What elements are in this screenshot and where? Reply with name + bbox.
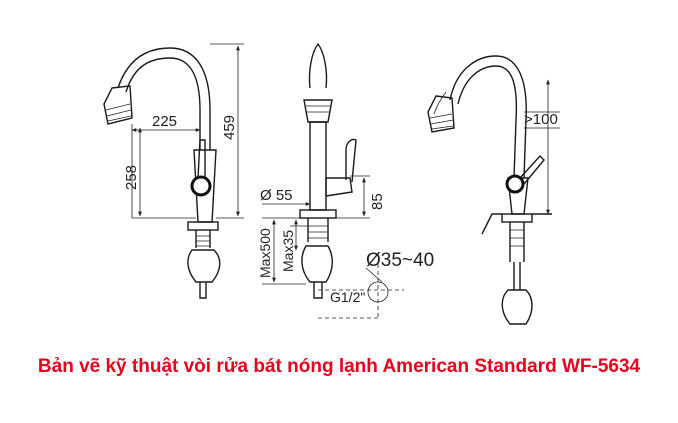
- pull-length-dim: >100: [524, 111, 558, 128]
- side-handle-lever: [197, 139, 206, 179]
- side-hose-end: [199, 282, 207, 299]
- front-body-diameter-dim: Ø 55: [260, 187, 293, 204]
- front-base: [299, 209, 337, 219]
- pull-out-view: >100: [427, 55, 560, 325]
- side-reach-dim: 225: [152, 113, 177, 130]
- front-max-deck-dim: Max35: [280, 230, 296, 272]
- front-lever-box: [325, 177, 353, 197]
- side-hose-weight: [187, 249, 221, 283]
- front-hose-weight: [301, 245, 333, 283]
- front-spout: [308, 42, 328, 89]
- pull-spout-outer: [449, 55, 527, 179]
- side-handle-knob: [190, 175, 212, 197]
- front-mount-hole: [367, 281, 389, 303]
- pull-handle-lever: [519, 154, 545, 185]
- front-lever-dim: 85: [369, 193, 386, 210]
- side-spray-rings: [105, 103, 132, 122]
- front-lever-handle: [345, 138, 357, 183]
- side-view: 459 225 258: [103, 43, 244, 299]
- front-body: [309, 121, 327, 211]
- front-max-hose-dim: Max500: [257, 228, 273, 278]
- pull-counter-edge: [481, 213, 502, 235]
- side-shank: [195, 230, 211, 248]
- side-base: [187, 221, 219, 231]
- side-spout-outer: [117, 47, 211, 150]
- pull-spout-inner: [457, 65, 518, 179]
- pull-hose-weight: [501, 289, 533, 325]
- pull-base: [501, 213, 533, 223]
- front-thread-dim: G1/2": [330, 289, 365, 305]
- technical-drawing: 459 225 258 Ø 55 85 Max500: [103, 42, 560, 325]
- side-spout-inner: [125, 57, 201, 150]
- front-view: Ø 55 85 Max500 Max35 Ø35~40 G1/2": [257, 42, 434, 319]
- side-height-dim: 459: [221, 115, 238, 140]
- pull-shank: [509, 222, 525, 262]
- side-spray-head: [103, 85, 133, 125]
- drawing-caption: Bản vẽ kỹ thuật vòi rửa bát nóng lạnh Am…: [37, 356, 641, 377]
- pull-handle-knob: [505, 174, 525, 194]
- pull-spray-head: [427, 95, 455, 133]
- front-spray-head: [303, 99, 333, 123]
- pull-hose-curve: [433, 91, 447, 115]
- front-hole-diameter-dim: Ø35~40: [366, 250, 434, 271]
- side-spout-height-dim: 258: [123, 165, 140, 190]
